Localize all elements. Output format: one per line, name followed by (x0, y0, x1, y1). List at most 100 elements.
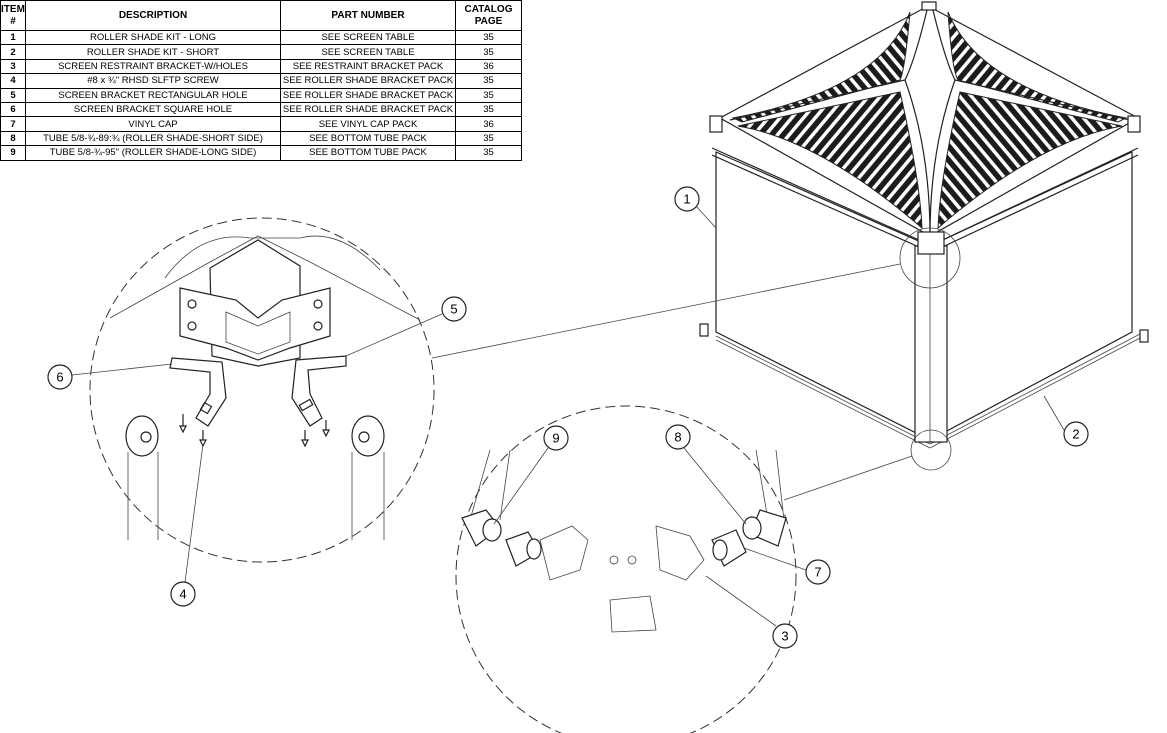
detail-bottom-cap (455, 405, 797, 733)
restraint-bracket-right-detail (655, 525, 705, 581)
callouts: 1 2 3 4 5 6 7 8 9 (47, 186, 1089, 649)
mounting-plate-window (225, 311, 291, 355)
callout-9-label: 9 (552, 431, 559, 446)
leader-1 (695, 205, 717, 229)
roof-finial (921, 1, 937, 11)
corner-post (914, 245, 948, 443)
mounting-plate (179, 287, 331, 361)
leader-5 (345, 313, 443, 357)
plate-hole-1 (187, 299, 197, 309)
callout-5 (441, 296, 467, 322)
tube-opening-right (742, 516, 762, 540)
callout-3-label: 3 (781, 629, 788, 644)
roof-ridge-front-right (929, 79, 956, 237)
roller-end-right (351, 415, 385, 457)
callout-1 (674, 186, 700, 212)
detail-link-bottom (783, 455, 913, 501)
restraint-bracket-left-detail (539, 525, 589, 581)
detail-circle-bottom (455, 405, 797, 733)
tube-opening-left (482, 518, 502, 542)
detail-marker-bottom (910, 429, 952, 471)
header-catalog-line2: PAGE (474, 15, 503, 27)
vinyl-cap-left-end (526, 538, 542, 560)
roller-axle-left (140, 431, 152, 443)
leader-4 (184, 443, 204, 583)
leader-2 (1043, 395, 1065, 431)
corner-bracket-left (709, 115, 723, 133)
rectangular-hole (298, 398, 314, 412)
cell-part: SEE BOTTOM TUBE PACK (280, 145, 456, 161)
screw-2 (199, 430, 207, 448)
callout-2 (1063, 421, 1089, 447)
screen-edge-left (469, 449, 511, 521)
detail-circle-top (89, 217, 435, 563)
roller-tube-left (711, 147, 929, 245)
callout-1-label: 1 (683, 192, 690, 207)
header-catalog-line1: CATALOG (464, 3, 513, 15)
callout-5-label: 5 (450, 302, 457, 317)
callout-6 (47, 364, 73, 390)
callout-7-label: 7 (814, 565, 821, 580)
header-item-line1: ITEM (1, 3, 25, 15)
roller-left-body (127, 452, 159, 540)
detail-marker-top (899, 227, 961, 289)
roof-edge-line (109, 235, 421, 321)
callout-4 (170, 581, 196, 607)
bracket-screw-1 (609, 555, 619, 565)
header-item: ITEM# (0, 0, 26, 31)
gazebo-assembly (699, 1, 1149, 471)
roller-axle-right (358, 431, 370, 443)
leader-3 (705, 575, 777, 627)
screw-1 (179, 414, 187, 434)
bracket-screw-2 (627, 555, 637, 565)
header-description: DESCRIPTION (25, 0, 281, 31)
roof-panel-front-left (737, 91, 923, 230)
callout-7 (805, 559, 831, 585)
roller-tube-left-lower (711, 154, 929, 252)
roof-underside-outline (164, 235, 381, 279)
roller-tube-right (933, 147, 1139, 245)
leader-8 (683, 447, 747, 525)
plate-hole-2 (187, 321, 197, 331)
square-hole (199, 401, 213, 415)
bottom-tube-right-edge (929, 333, 1141, 445)
cell-page: 35 (455, 145, 522, 161)
roof-panel-right (947, 11, 1128, 123)
callout-4-label: 4 (179, 587, 186, 602)
callout-8 (665, 424, 691, 450)
roof-ridge-left (729, 5, 929, 121)
callout-8-label: 8 (674, 430, 681, 445)
callout-6-label: 6 (56, 370, 63, 385)
screw-4 (322, 420, 330, 438)
roof-panel-left (731, 11, 911, 123)
roof-panel-front-right (937, 91, 1123, 230)
roof-ridge-front (904, 79, 931, 237)
plate-hole-3 (313, 299, 323, 309)
screw-3 (301, 430, 309, 448)
roller-end-left (125, 415, 159, 457)
corner-bracket-right (1127, 115, 1141, 133)
plate-hole-4 (313, 321, 323, 331)
header-part-number: PART NUMBER (280, 0, 456, 31)
callout-3 (772, 623, 798, 649)
callout-2-label: 2 (1072, 427, 1079, 442)
callout-9 (543, 425, 569, 451)
bracket-rectangular-hole (291, 355, 347, 427)
header-item-line2: # (10, 15, 16, 27)
roof-ridge-right (931, 5, 1131, 121)
restraint-bracket-right (1139, 329, 1149, 343)
bottom-tube-right (929, 337, 1141, 449)
corner-bracket-front (917, 231, 945, 255)
leader-6 (71, 363, 173, 376)
restraint-bracket-lower (609, 595, 657, 633)
detail-top-bracket (89, 217, 435, 563)
bottom-tube-left (715, 339, 931, 449)
